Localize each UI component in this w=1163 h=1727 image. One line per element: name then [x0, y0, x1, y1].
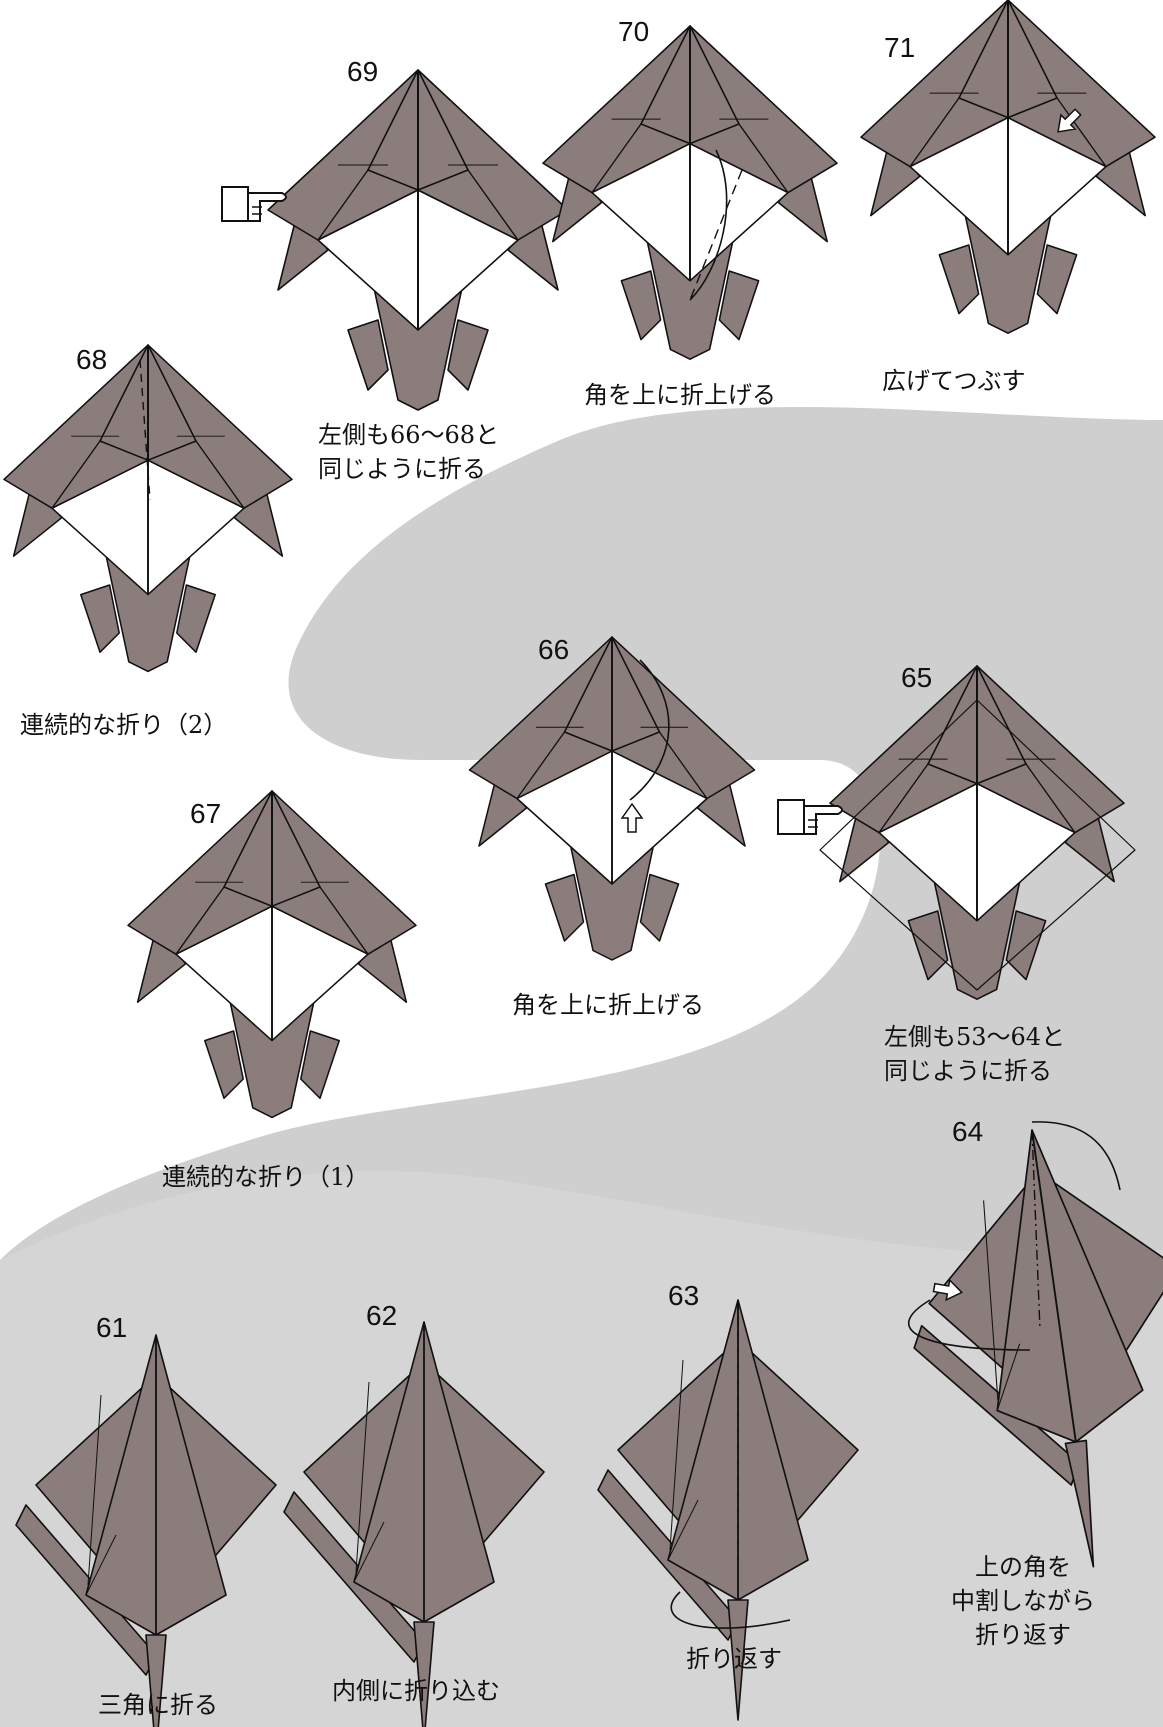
fold-arrow-icon	[670, 1591, 791, 1629]
figure-step-69	[267, 69, 569, 411]
step-number-67: 67	[190, 798, 222, 829]
push-arrow-icon	[620, 802, 644, 833]
caption-step-62: 内側に折り込む	[332, 1677, 500, 1705]
fold-arrow-icon	[689, 149, 728, 301]
step-number-65: 65	[901, 662, 933, 693]
caption-step-63: 折り返す	[686, 1645, 782, 1673]
caption-step-66: 角を上に折上げる	[512, 991, 704, 1019]
caption-step-69: 左側も66～68と 同じように折る	[318, 421, 500, 483]
pointing-hand-icon	[221, 186, 287, 222]
figure-step-62	[283, 1321, 545, 1727]
step-number-63: 63	[668, 1280, 700, 1311]
figure-step-65-base	[819, 699, 1136, 991]
fold-arrow-icon	[629, 659, 670, 801]
caption-step-67: 連続的な折り（1）	[162, 1163, 370, 1191]
figure-step-67	[127, 790, 417, 1119]
step-number-62: 62	[366, 1300, 398, 1331]
pointing-hand-icon	[777, 799, 843, 835]
fold-arrow-icon	[908, 1299, 1031, 1351]
step-number-66: 66	[538, 634, 570, 665]
figure-step-70	[542, 25, 838, 360]
figure-step-65	[829, 665, 1125, 1000]
push-arrow-icon	[1057, 108, 1082, 133]
caption-step-65: 左側も53～64と 同じように折る	[884, 1023, 1066, 1085]
figure-step-68	[3, 344, 293, 673]
caption-step-71: 広げてつぶす	[882, 367, 1026, 395]
figure-step-64	[913, 1129, 1163, 1568]
caption-step-64: 上の角を 中割しながら 折り返す	[951, 1553, 1095, 1649]
figure-step-71	[860, 0, 1156, 334]
step-number-64: 64	[952, 1116, 984, 1147]
step-number-69: 69	[347, 56, 379, 87]
push-arrow-icon	[932, 1278, 964, 1302]
caption-step-61: 三角に折る	[98, 1691, 218, 1719]
step-number-71: 71	[884, 32, 916, 63]
step-number-61: 61	[96, 1312, 128, 1343]
figure-step-61	[15, 1334, 277, 1727]
figure-step-66	[468, 636, 756, 961]
caption-step-68: 連続的な折り（2）	[20, 711, 228, 739]
step-number-68: 68	[76, 344, 108, 375]
caption-step-70: 角を上に折上げる	[584, 381, 776, 409]
fold-arrow-icon	[1031, 1121, 1121, 1191]
step-number-70: 70	[618, 16, 650, 47]
